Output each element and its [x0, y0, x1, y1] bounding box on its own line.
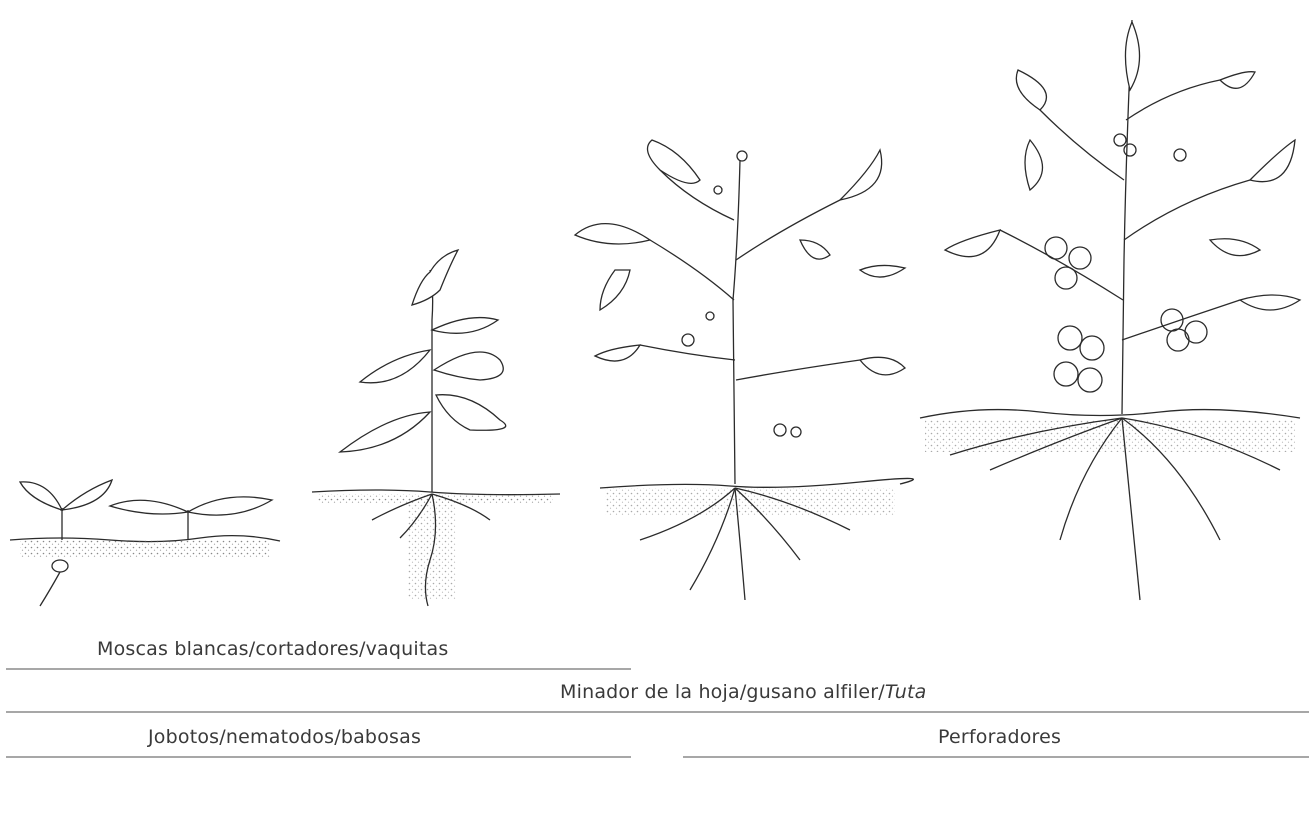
fruit: [1174, 149, 1186, 161]
stage-young-plant: [312, 250, 560, 606]
branch: [1000, 230, 1123, 300]
pest-label-minador-text: Minador de la hoja/gusano alfiler/: [560, 681, 885, 703]
pest-bar-minador: [6, 711, 1309, 713]
leaf: [860, 357, 905, 375]
leaf: [360, 350, 430, 383]
leaf: [600, 270, 630, 310]
fruit: [1069, 247, 1091, 269]
fruit: [1185, 321, 1207, 343]
branch: [1124, 180, 1250, 240]
pest-label-perforadores: Perforadores: [938, 728, 1061, 747]
stem: [430, 270, 433, 492]
branch: [640, 345, 735, 360]
soil-stipple: [20, 540, 270, 558]
leaf: [800, 240, 830, 259]
leaf: [840, 150, 882, 200]
soil-line: [600, 478, 913, 488]
fruit: [774, 424, 786, 436]
soil-line: [920, 410, 1300, 418]
cotyledon-leaf: [188, 497, 272, 515]
cotyledon-leaf: [62, 480, 112, 510]
stage-flowering-plant: [575, 140, 913, 600]
leaf: [1220, 72, 1255, 89]
leaf: [575, 224, 650, 244]
branch: [736, 360, 860, 380]
fruit: [1167, 329, 1189, 351]
seed: [52, 560, 68, 572]
pest-label-minador: Minador de la hoja/gusano alfiler/Tuta: [560, 683, 927, 702]
leaf: [432, 318, 498, 334]
pest-bar-jobotos: [6, 756, 631, 758]
stage-seedlings: [10, 480, 280, 606]
root-stipple: [408, 500, 456, 600]
pest-label-minador-italic: Tuta: [885, 681, 927, 703]
fruit: [1054, 362, 1078, 386]
pest-bar-perforadores: [683, 756, 1309, 758]
fruit: [682, 334, 694, 346]
pest-label-moscas: Moscas blancas/cortadores/vaquitas: [97, 640, 448, 659]
main-stem: [733, 160, 740, 484]
leaf: [945, 230, 1000, 257]
fruit: [791, 427, 801, 437]
leaf: [1025, 140, 1043, 190]
fruit: [1078, 368, 1102, 392]
cotyledon-leaf: [20, 482, 62, 510]
leaf: [595, 345, 640, 361]
fruit: [1055, 267, 1077, 289]
root: [40, 572, 60, 606]
stage-fruiting-plant: [920, 20, 1300, 600]
leaf: [860, 265, 905, 277]
fruit: [1124, 144, 1136, 156]
leaf: [436, 395, 506, 431]
fruit: [1045, 237, 1067, 259]
leaf: [1125, 22, 1139, 90]
branch: [1122, 300, 1240, 340]
fruit: [1114, 134, 1126, 146]
flower: [714, 186, 722, 194]
fruit: [1080, 336, 1104, 360]
fruit: [1058, 326, 1082, 350]
tomato-growth-stages-illustration: [0, 0, 1313, 620]
leaf: [648, 140, 701, 183]
pest-bar-moscas: [6, 668, 631, 670]
branch: [650, 240, 734, 300]
flower: [706, 312, 714, 320]
branch: [1040, 110, 1124, 180]
pest-label-jobotos: Jobotos/nematodos/babosas: [148, 728, 421, 747]
leaf: [1250, 140, 1295, 182]
leaf: [412, 250, 458, 305]
leaf: [1210, 239, 1260, 256]
leaf: [1016, 70, 1046, 110]
flower: [737, 151, 747, 161]
leaf: [340, 412, 430, 452]
cotyledon-leaf: [110, 500, 188, 514]
leaf: [1240, 295, 1300, 310]
soil-stipple: [925, 420, 1295, 452]
soil-line: [312, 490, 560, 495]
branch: [1126, 80, 1220, 120]
leaf: [434, 352, 503, 380]
